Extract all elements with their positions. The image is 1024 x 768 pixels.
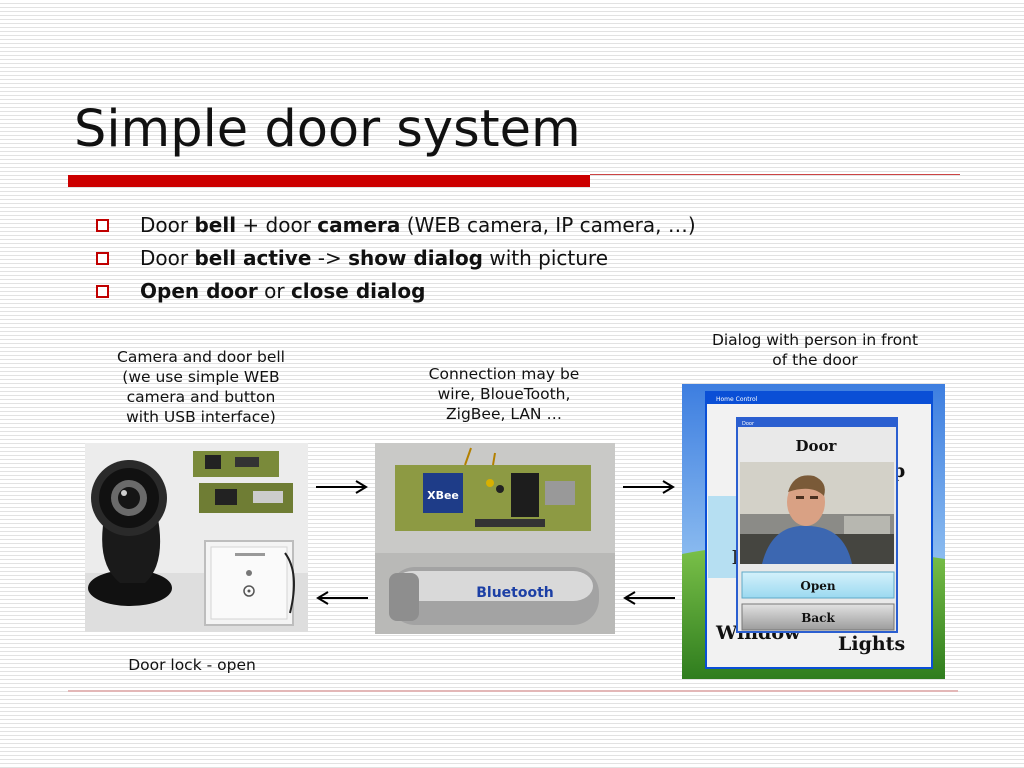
bullet-item: Door bell active -> show dialog with pic… — [92, 243, 992, 276]
slide-title: Simple door system — [74, 100, 581, 159]
title-rule-line — [590, 174, 960, 175]
bullet-segment: bell active — [194, 246, 312, 270]
open-button-label: Open — [800, 579, 835, 593]
caption-line: Dialog with person in front — [711, 331, 919, 349]
bullet-segment: camera — [317, 213, 401, 237]
left-arrow-icon — [623, 591, 675, 605]
bullet-list: Door bell + door camera (WEB camera, IP … — [92, 210, 992, 309]
bluetooth-label: Bluetooth — [476, 585, 554, 601]
dialog-title: Door — [742, 421, 755, 427]
square-bullet-icon — [96, 285, 109, 298]
footer-rule-line — [68, 690, 958, 692]
back-button-label: Back — [801, 611, 835, 625]
connection-caption: Connection may be wire, BloueTooth, ZigB… — [396, 364, 612, 424]
bullet-segment: with picture — [483, 246, 608, 270]
camera-and-bell-photo — [85, 443, 308, 632]
bullet-segment: bell — [194, 213, 237, 237]
window-title: Home Control — [716, 396, 758, 403]
caption-line: wire, BloueTooth, — [437, 385, 571, 403]
bullet-segment: Door — [140, 213, 195, 237]
bullet-segment: + door — [236, 213, 318, 237]
caption-line: of the door — [772, 351, 858, 369]
bullet-segment: close dialog — [290, 279, 426, 303]
bullet-item: Open door or close dialog — [92, 276, 992, 309]
bullet-segment: (WEB camera, IP camera, …) — [400, 213, 696, 237]
caption-line: Camera and door bell — [117, 348, 285, 366]
bullet-segment: Door — [140, 246, 195, 270]
right-arrow-icon — [623, 480, 675, 494]
bullet-segment: -> — [311, 246, 349, 270]
bullet-text: Open door or close dialog — [140, 276, 425, 306]
dialog-heading: Door — [796, 437, 838, 455]
caption-line: ZigBee, LAN … — [446, 405, 562, 423]
bullet-item: Door bell + door camera (WEB camera, IP … — [92, 210, 992, 243]
camera-caption: Camera and door bell (we use simple WEB … — [92, 347, 310, 427]
left-arrow-icon — [316, 591, 368, 605]
caption-line: Connection may be — [428, 365, 580, 383]
caption-line: with USB interface) — [126, 408, 276, 426]
door-dialog-screenshot: Home Control Window Lights p l Door Door… — [682, 384, 945, 679]
bullet-segment: or — [257, 279, 291, 303]
square-bullet-icon — [96, 252, 109, 265]
dialog-caption: Dialog with person in front of the door — [690, 330, 940, 370]
lights-tile-label: Lights — [838, 633, 905, 655]
communication-hardware-photo: XBee Bluetooth — [375, 443, 615, 634]
bullet-text: Door bell active -> show dialog with pic… — [140, 243, 608, 273]
bullet-segment: Open door — [140, 279, 258, 303]
bullet-text: Door bell + door camera (WEB camera, IP … — [140, 210, 696, 240]
square-bullet-icon — [96, 219, 109, 232]
right-arrow-icon — [316, 480, 368, 494]
door-lock-caption: Door lock - open — [128, 656, 256, 674]
xbee-label: XBee — [427, 489, 459, 502]
svg-text:l: l — [732, 547, 738, 569]
bullet-segment: show dialog — [348, 246, 483, 270]
caption-line: (we use simple WEB — [122, 368, 280, 386]
title-underline-bar — [68, 175, 590, 187]
caption-line: camera and button — [126, 388, 276, 406]
